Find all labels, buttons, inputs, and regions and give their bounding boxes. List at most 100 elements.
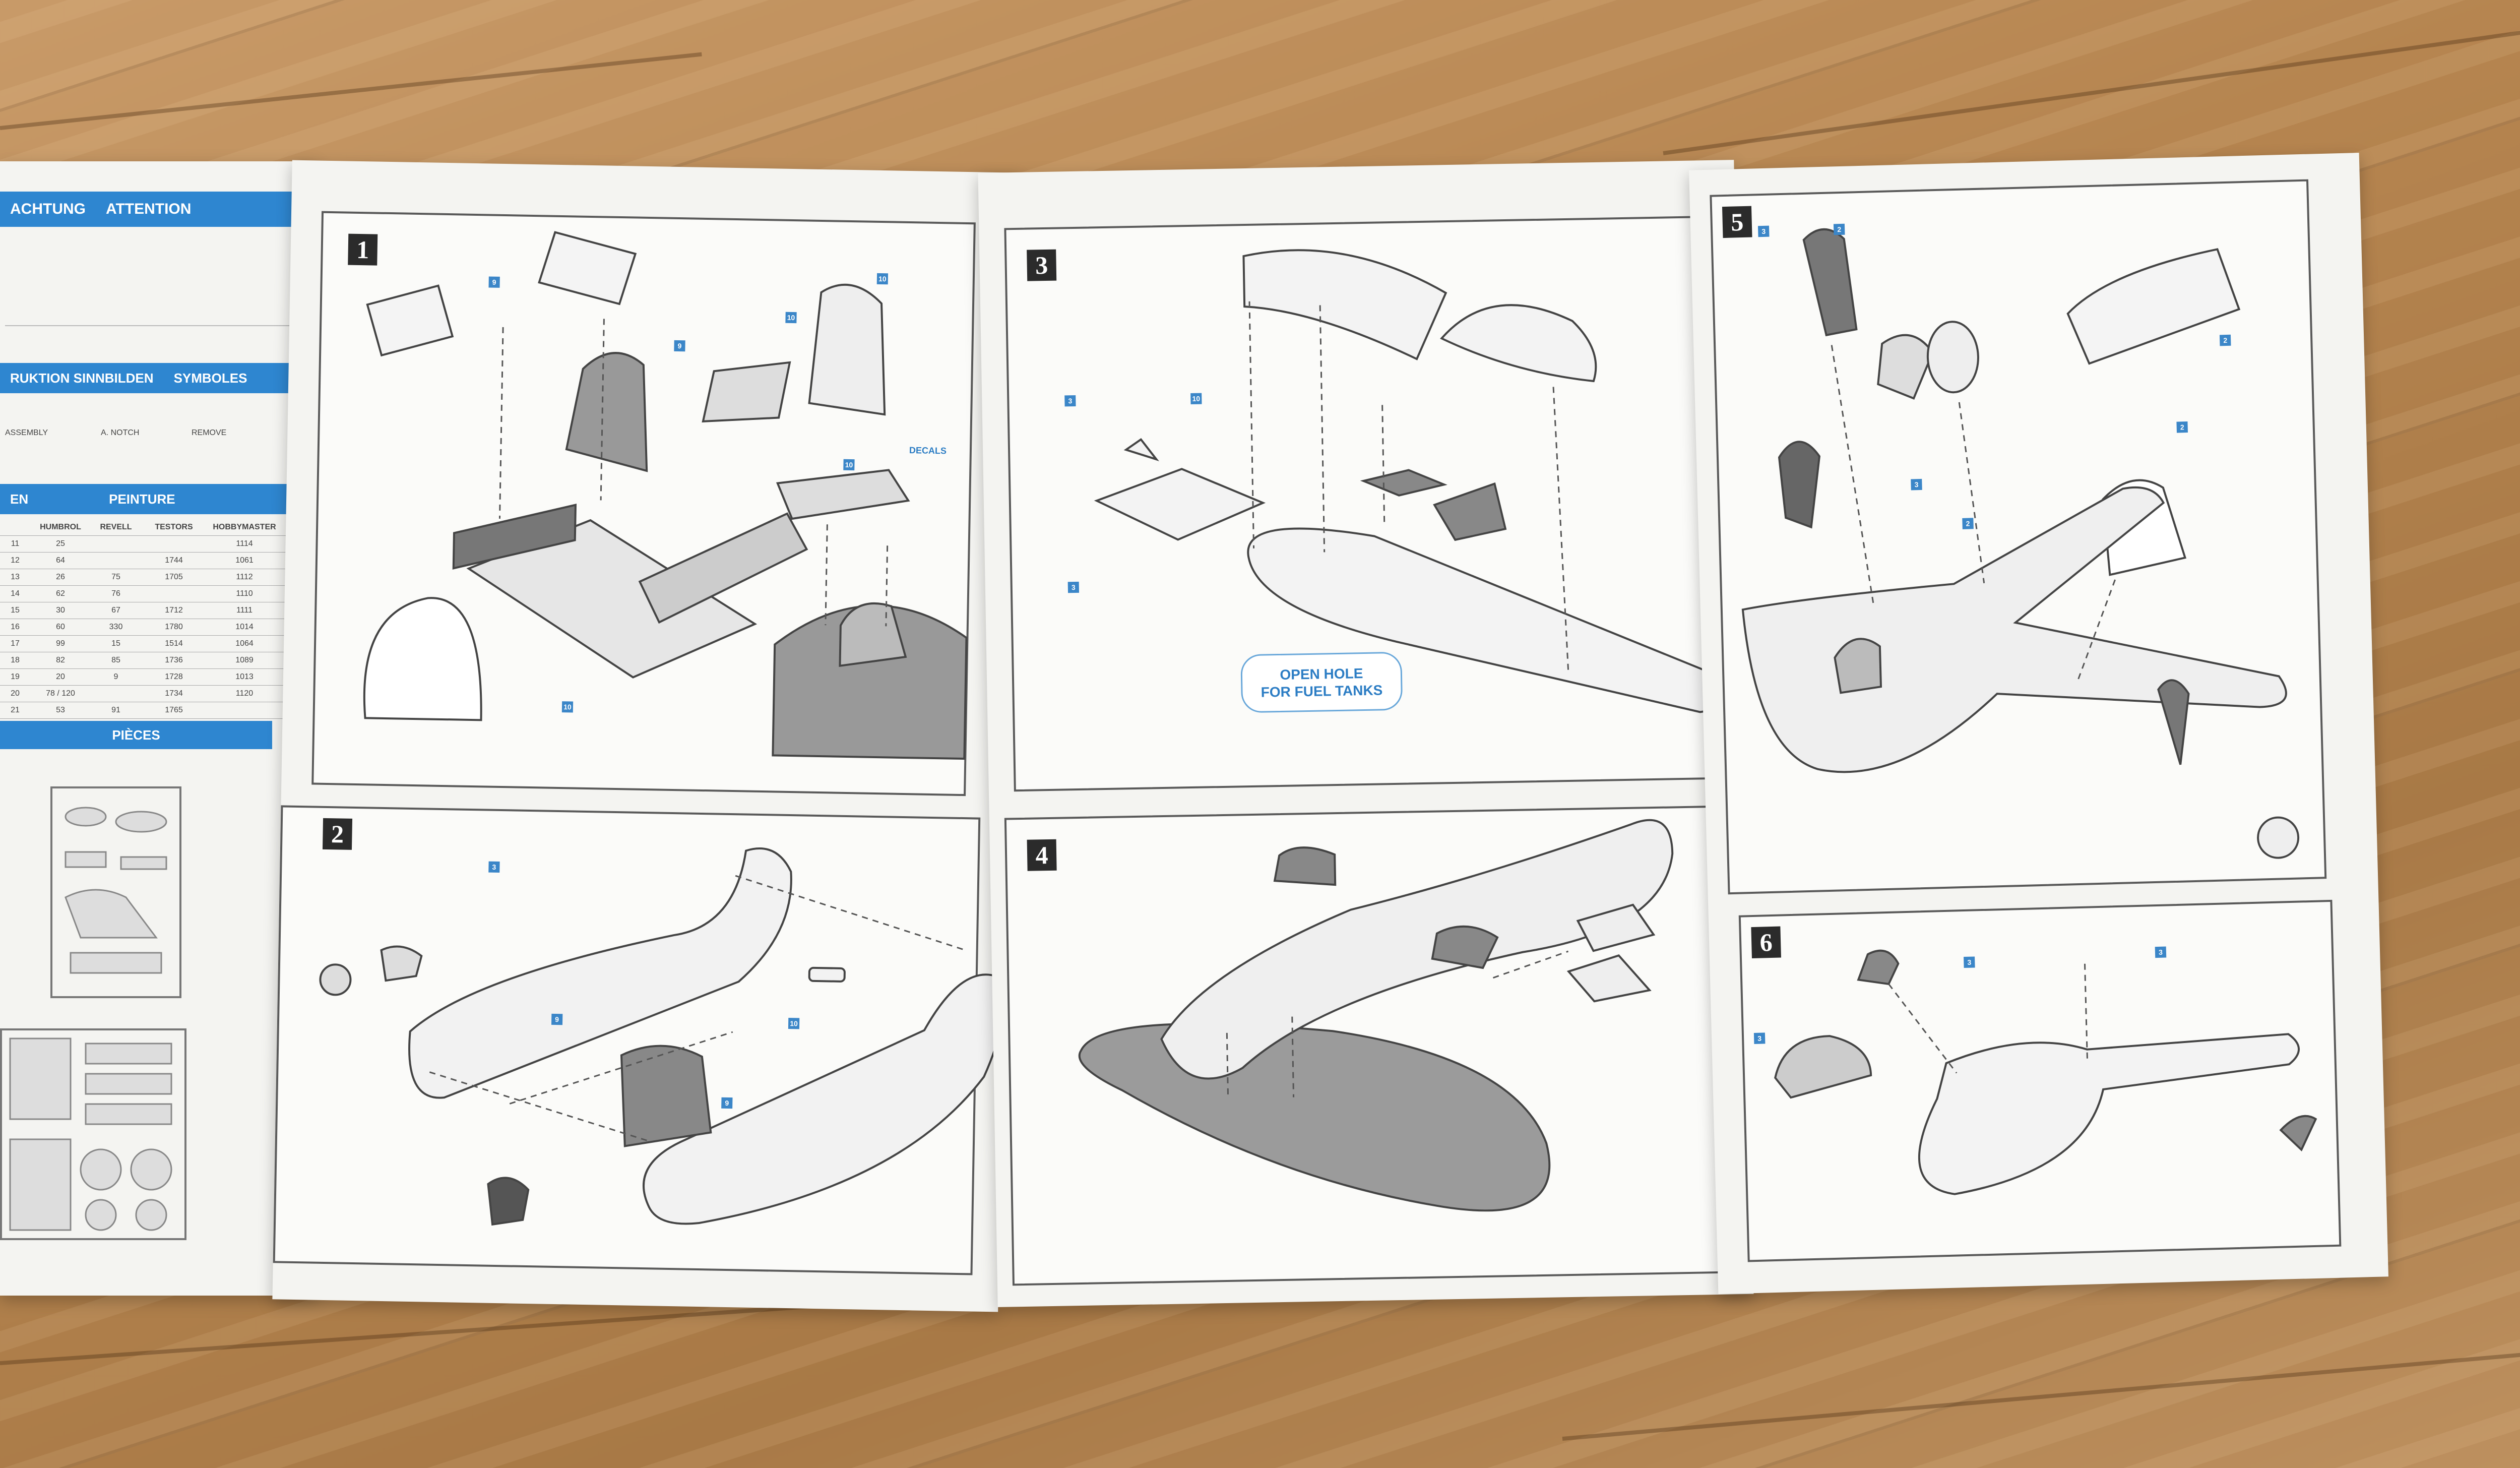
sheet-steps-1-2: 1	[272, 160, 1018, 1312]
part-ref-box: 3	[1067, 581, 1080, 593]
paint-table-cell: 15	[11, 606, 20, 615]
part-ref-box: 3	[1911, 478, 1922, 491]
step-1-illustration	[363, 231, 968, 760]
step-4-frame: 4	[1004, 805, 1727, 1286]
paint-table-cell: 1780	[165, 623, 183, 631]
paint-table-cell: 91	[111, 706, 120, 714]
paint-table-row: 20 78 / 120 1734 1120	[0, 686, 292, 702]
part-ref-box: 9	[551, 1013, 563, 1025]
paint-table-cell: 1014	[235, 623, 254, 631]
paint-table-cell: 1765	[165, 706, 183, 714]
paint-header-bar: EN PEINTURE	[0, 484, 312, 514]
step-3-frame: 3 3 10 3 OPEN HOLE	[1004, 215, 1728, 792]
paint-table-cell: 85	[111, 656, 120, 664]
part-ref-box: 3	[1757, 225, 1770, 237]
paint-table-row: 18 82 85 1736 1089	[0, 652, 292, 669]
paint-table-cell: 62	[56, 589, 65, 598]
paint-table-cell: 1114	[236, 539, 253, 548]
paint-table-cell: 20	[11, 689, 20, 698]
sprue-diagram-bottom	[0, 1028, 186, 1240]
symbol-label-remove: REMOVE	[192, 429, 227, 437]
paint-table-cell: 11	[11, 539, 20, 548]
paint-table-cell: 1514	[165, 639, 183, 648]
header-en: EN	[10, 491, 29, 507]
callout-line-2: FOR FUEL TANKS	[1261, 682, 1383, 700]
step-2-illustration	[319, 847, 1004, 1226]
paint-table-cell: 1736	[165, 656, 183, 664]
header-peinture: PEINTURE	[109, 491, 175, 507]
paint-table-cell: 78 / 120	[46, 689, 75, 698]
header-attention: ATTENTION	[106, 201, 192, 217]
paint-table-cell: 1064	[235, 639, 254, 648]
header-sinnbilden: RUKTION SINNBILDEN	[10, 370, 154, 386]
symbols-header-bar: RUKTION SINNBILDEN SYMBOLES	[0, 363, 312, 393]
header-achtung: ACHTUNG	[10, 201, 86, 217]
sheet-steps-5-6: 5 3 2 2 2 3 2	[1689, 152, 2388, 1295]
part-ref-box: 2	[1962, 518, 1974, 529]
paint-table-cell: REVELL	[100, 523, 132, 531]
parts-header-bar: PIÈCES	[0, 721, 272, 749]
paint-table-cell: 12	[11, 556, 20, 565]
paint-table-cell: 75	[111, 573, 120, 581]
paint-table-cell: 21	[11, 706, 20, 714]
paint-table-cell: 1728	[165, 672, 183, 681]
symbol-label-assembly: ASSEMBLY	[5, 429, 48, 437]
left-instruction-sheet: ACHTUNG ATTENTION RUKTION SINNBILDEN SYM…	[0, 161, 318, 1296]
paint-table-cell: 1705	[165, 573, 183, 581]
paint-table-row: 16 60 330 1780 1014	[0, 619, 292, 636]
step-6-frame: 6 3 3 3	[1738, 899, 2342, 1262]
paint-table-cell: 1013	[235, 672, 254, 681]
part-ref-box: 2	[2219, 334, 2231, 346]
part-ref-box: 2	[2176, 421, 2188, 433]
symbol-label-notch: A. NOTCH	[101, 429, 140, 437]
warning-text-block	[5, 234, 297, 326]
step-5-illustration	[1741, 228, 2300, 859]
part-ref-box: 9	[488, 276, 500, 288]
part-ref-box: 3	[488, 861, 500, 873]
paint-table-cell: 9	[113, 672, 118, 681]
paint-table-cell: 53	[56, 706, 65, 714]
paint-table-cell: 76	[111, 589, 120, 598]
sheet-steps-3-4: 3 3 10 3 OPEN HOLE	[978, 160, 1754, 1307]
paint-table-cell: HUMBROL	[40, 523, 81, 531]
paint-table-cell: 26	[56, 573, 65, 581]
paint-table-cell: 18	[11, 656, 20, 664]
paint-table-cell: HOBBYMASTER	[213, 523, 276, 531]
paint-table-cell: 1712	[165, 606, 183, 615]
paint-table-cell: 1110	[236, 589, 253, 598]
paint-table-cell: 82	[56, 656, 65, 664]
open-hole-callout: OPEN HOLE FOR FUEL TANKS	[1240, 651, 1403, 713]
part-ref-box: 3	[1064, 395, 1076, 407]
part-ref-box: 9	[721, 1097, 733, 1109]
part-ref-box: 3	[2155, 946, 2167, 958]
callout-line-1: OPEN HOLE	[1280, 665, 1363, 683]
part-ref-box: 10	[876, 273, 889, 285]
paint-table-cell: 330	[109, 623, 123, 631]
step-2-frame: 2 3 9 10 9	[273, 805, 1004, 1275]
step-1-frame: 1	[311, 211, 976, 797]
step-4-illustration	[1078, 819, 1674, 1212]
paint-table-cell: 16	[11, 623, 20, 631]
paint-table-cell: 1089	[235, 656, 254, 664]
part-ref-box: 10	[788, 1018, 800, 1029]
paint-table-cell: 19	[11, 672, 20, 681]
header-pieces: PIÈCES	[112, 727, 160, 743]
part-ref-box: 3	[1964, 956, 1975, 968]
paint-table-cell: 1734	[165, 689, 183, 698]
paint-table-cell: 1120	[235, 689, 254, 698]
step-6-illustration	[1774, 949, 2317, 1195]
part-ref-box: 3	[1753, 1032, 1766, 1044]
paint-table-cell: 60	[56, 623, 65, 631]
paint-table-cell: 15	[111, 639, 120, 648]
paint-table-cell: 30	[56, 606, 65, 615]
part-ref-box: 9	[674, 340, 685, 352]
step-5-frame: 5 3 2 2 2 3 2	[1710, 179, 2327, 895]
